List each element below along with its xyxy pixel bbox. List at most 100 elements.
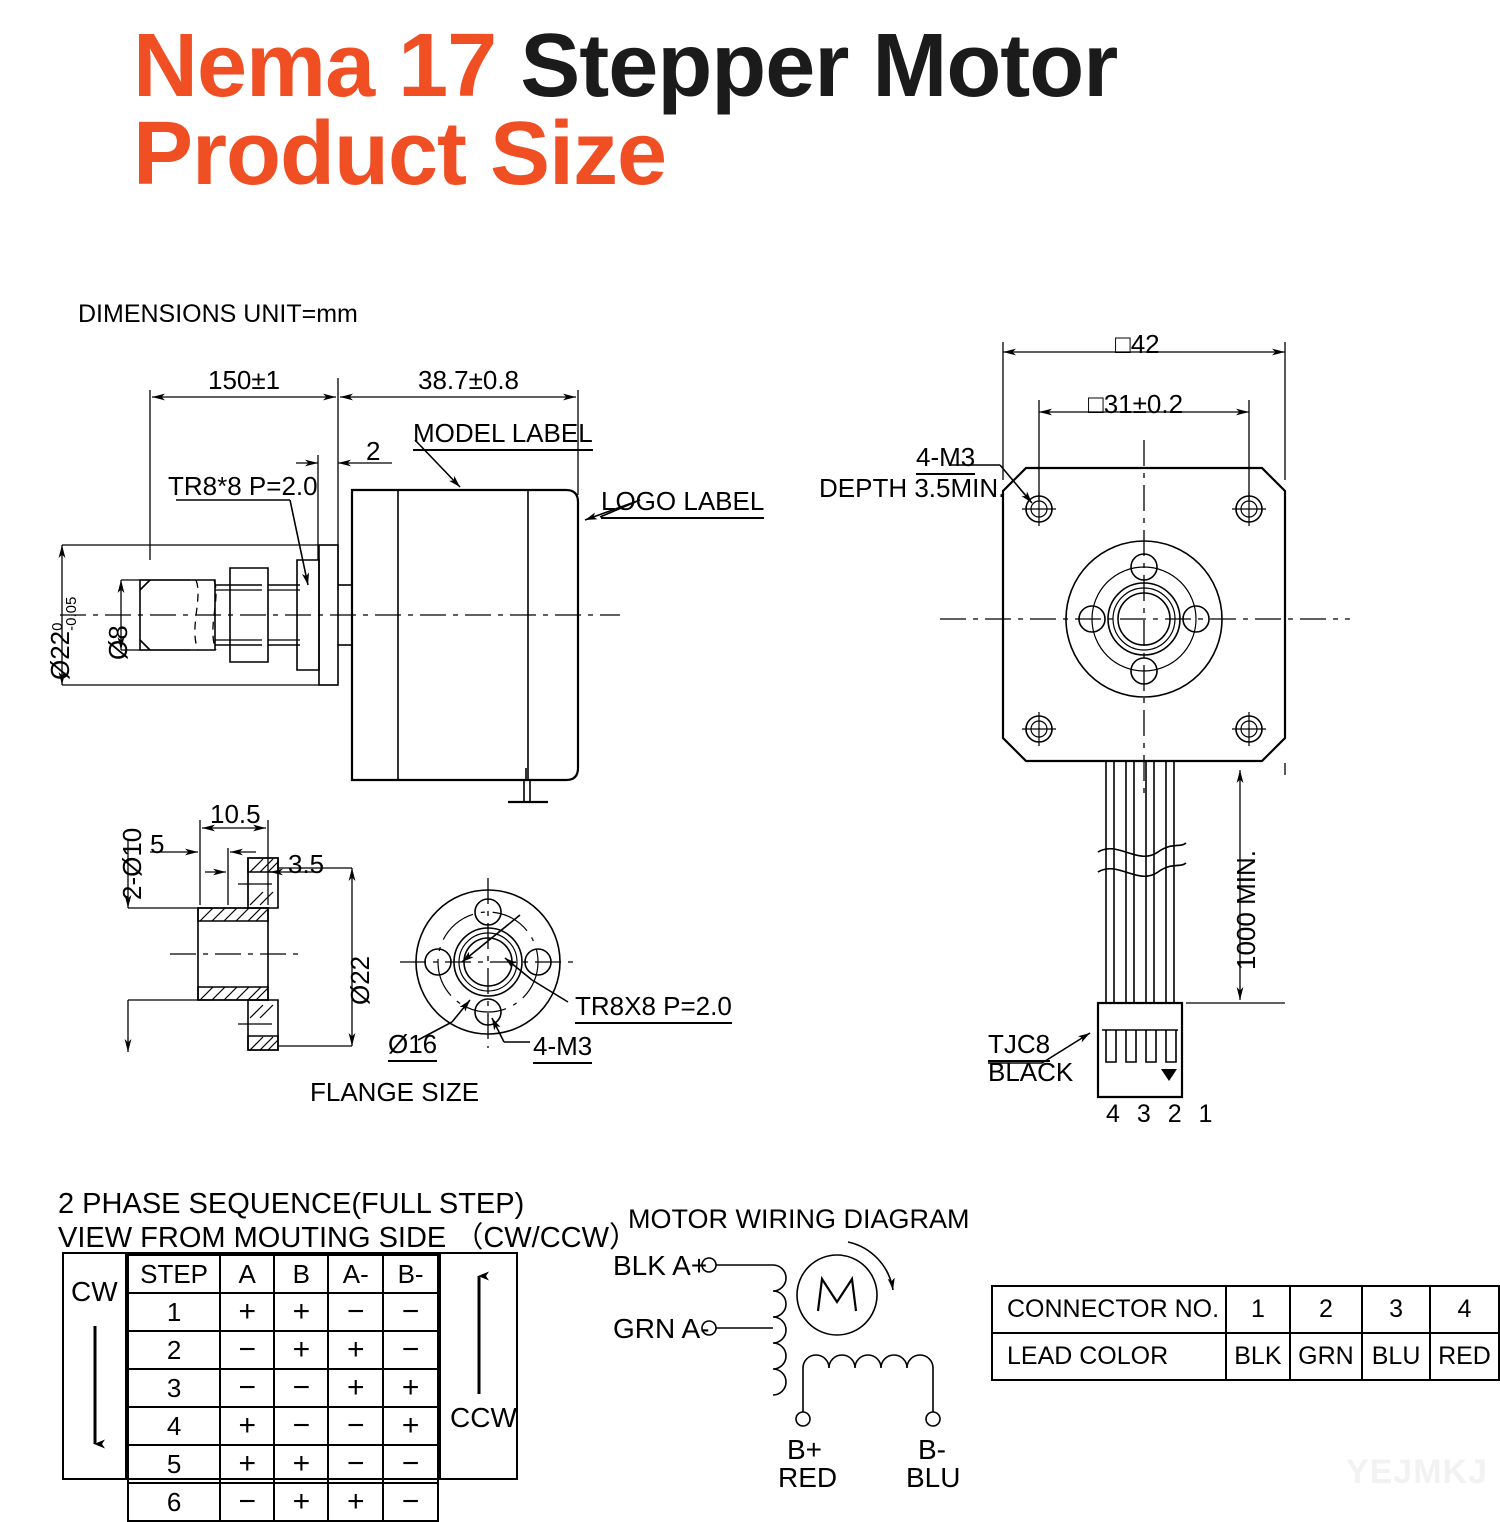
label-connector-color: BLACK [988, 1057, 1074, 1087]
cell-b: + [273, 1292, 330, 1332]
cell-an: − [327, 1406, 385, 1446]
table-header-row: STEP A B A- B- [126, 1254, 439, 1294]
cell-bn: − [382, 1330, 439, 1370]
dim-flange-b: 3.5 [288, 849, 325, 879]
terminal-b-plus-color: RED [778, 1462, 838, 1493]
col-b: B [273, 1254, 330, 1294]
dim-shaft-length: 150±1 [208, 365, 281, 395]
lead-color-3: BLU [1361, 1332, 1431, 1381]
cell-b: + [273, 1330, 330, 1370]
cell-b: − [273, 1368, 330, 1408]
lead-color-4: RED [1428, 1332, 1500, 1381]
dim-hole-square: □31±0.2 [1088, 389, 1184, 419]
col-step: STEP [126, 1254, 222, 1294]
caption-flange-size: FLANGE SIZE [310, 1077, 480, 1107]
section-hatching [200, 859, 278, 1050]
dim-flange-outer-dia: Ø22 [45, 630, 75, 680]
cell-an: + [327, 1368, 385, 1408]
title-product-type: Stepper Motor [520, 16, 1118, 116]
dim-flange-outer-dia-group: Ø22 0 -0.05 [45, 596, 80, 680]
cell-a: − [219, 1368, 276, 1408]
cell-b: + [273, 1444, 330, 1484]
table-row: 3−−++ [126, 1368, 439, 1408]
connector-no-4: 4 [1428, 1285, 1500, 1334]
table-row: 1++−− [126, 1292, 439, 1332]
cell-step: 4 [126, 1406, 222, 1446]
cell-b: − [273, 1406, 330, 1446]
connector-table: CONNECTOR NO. 1 2 3 4 LEAD COLOR BLK GRN… [990, 1285, 1500, 1381]
dim-body-square: □42 [1115, 329, 1160, 359]
dim-body-length: 38.7±0.8 [418, 365, 520, 395]
dim-tol-lower: -0.05 [62, 596, 80, 631]
watermark: YEJMKJ [1345, 1453, 1488, 1491]
dim-flange-od: Ø22 [345, 955, 375, 1005]
cell-b: + [273, 1482, 330, 1522]
cell-an: − [327, 1444, 385, 1484]
lead-color-label: LEAD COLOR [990, 1332, 1228, 1381]
lead-color-2: GRN [1288, 1332, 1364, 1381]
col-a-neg: A- [327, 1254, 385, 1294]
connector-housing [1098, 1003, 1182, 1097]
phase-sequence-block: 2 PHASE SEQUENCE(FULL STEP) VIEW FROM MO… [58, 1188, 638, 1255]
cell-an: + [327, 1330, 385, 1370]
cell-a: − [219, 1482, 276, 1522]
cell-an: − [327, 1292, 385, 1332]
cell-bn: − [382, 1292, 439, 1332]
cell-bn: + [382, 1406, 439, 1446]
connector-table-wrap: CONNECTOR NO. 1 2 3 4 LEAD COLOR BLK GRN… [990, 1285, 1500, 1381]
dim-step-2: 2 [366, 436, 381, 466]
connector-no-1: 1 [1225, 1285, 1291, 1334]
terminal-b-plus: B+ [787, 1434, 823, 1465]
phase-grid: STEP A B A- B- 1++−− 2−++− 3−−++ 4+−−+ 5… [126, 1254, 439, 1522]
cell-bn: − [382, 1444, 439, 1484]
table-row: 2−++− [126, 1330, 439, 1370]
terminal-b-minus-color: BLU [906, 1462, 961, 1493]
terminal-a-minus: GRN A- [613, 1313, 710, 1344]
dim-shaft-dia: Ø8 [103, 625, 133, 660]
cell-step: 1 [126, 1292, 222, 1332]
front-view-geometry [940, 342, 1350, 1097]
table-row: 5++−− [126, 1444, 439, 1484]
label-model: MODEL LABEL [413, 418, 593, 452]
connector-no-label: CONNECTOR NO. [990, 1285, 1228, 1334]
label-flange-thread: TR8X8 P=2.0 [575, 991, 732, 1025]
units-note: DIMENSIONS UNIT=mm [78, 300, 358, 328]
cell-step: 6 [126, 1482, 222, 1522]
col-b-neg: B- [382, 1254, 439, 1294]
cell-an: + [327, 1482, 385, 1522]
lead-wires [1098, 761, 1186, 1003]
label-shaft-thread: TR8*8 P=2.0 [168, 471, 318, 501]
cell-bn: − [382, 1482, 439, 1522]
phase-sequence-table-frame: CW STEP A B [62, 1252, 520, 1522]
phase-sequence-table: STEP A B A- B- 1++−− 2−++− 3−−++ 4+−−+ 5… [126, 1254, 439, 1522]
table-row: CONNECTOR NO. 1 2 3 4 [990, 1285, 1500, 1334]
terminal-a-plus: BLK A+ [613, 1250, 708, 1281]
title-line-1: Nema 17 Stepper Motor [133, 21, 1433, 111]
cell-a: + [219, 1292, 276, 1332]
cw-label: CW [71, 1276, 118, 1307]
table-row: LEAD COLOR BLK GRN BLU RED [990, 1332, 1500, 1381]
mounting-holes [1022, 492, 1266, 746]
cell-step: 5 [126, 1444, 222, 1484]
dim-flange-bore: Ø16 [388, 1029, 438, 1063]
dim-flange-total-length: 10.5 [210, 799, 261, 829]
cell-step: 3 [126, 1368, 222, 1408]
connector-no-3: 3 [1361, 1285, 1431, 1334]
table-row: 4+−−+ [126, 1406, 439, 1446]
ccw-label: CCW [450, 1402, 517, 1433]
cell-bn: + [382, 1368, 439, 1408]
title-product-name: Nema 17 [133, 16, 497, 116]
lead-color-1: BLK [1225, 1332, 1291, 1381]
ccw-column: CCW [439, 1254, 520, 1478]
table-row: 6−++− [126, 1482, 439, 1522]
title-line-2: Product Size [133, 104, 667, 204]
phase-heading-2: VIEW FROM MOUTING SIDE （CW/CCW） [58, 1222, 638, 1255]
page-title: Nema 17 Stepper Motor Product Size [133, 21, 1433, 204]
dim-flange-holes: 2-Ø10 [117, 827, 147, 900]
phase-heading-1: 2 PHASE SEQUENCE(FULL STEP) [58, 1188, 525, 1220]
col-a: A [219, 1254, 276, 1294]
connector-no-2: 2 [1288, 1285, 1364, 1334]
cell-a: − [219, 1330, 276, 1370]
label-flange-screw: 4-M3 [533, 1031, 593, 1065]
